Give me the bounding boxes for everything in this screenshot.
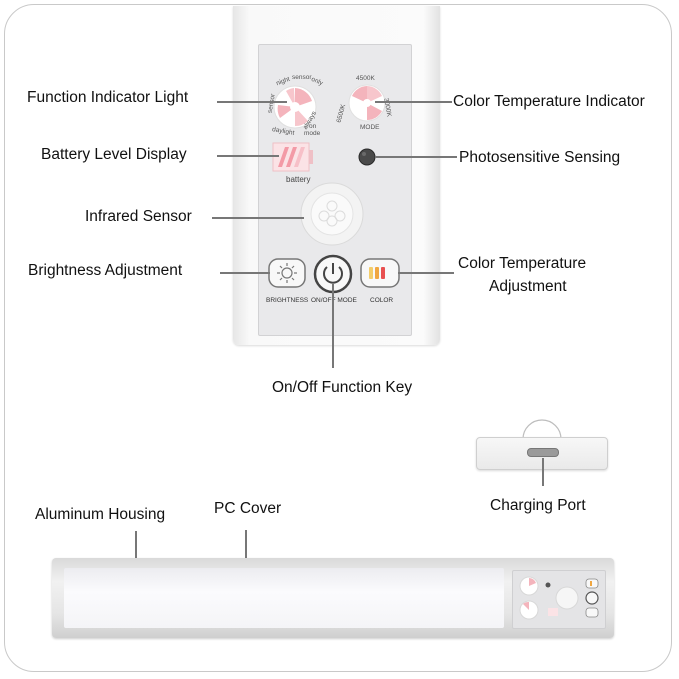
indicator-text-sensor: sensor	[292, 74, 312, 81]
label-pc-cover: PC Cover	[214, 500, 282, 517]
leader-photosensitive	[375, 156, 457, 158]
leader-brightness	[220, 272, 270, 274]
function-indicator-light-icon	[273, 85, 317, 129]
label-color-temperature-adjustment-line2: Adjustment	[489, 278, 567, 295]
battery-level-display-icon	[272, 142, 313, 172]
indicator-text-mode: mode	[304, 130, 321, 137]
leader-function-indicator	[217, 101, 287, 103]
label-on-off-function-key: On/Off Function Key	[272, 379, 413, 396]
label-color-temperature-indicator: Color Temperature Indicator	[453, 93, 645, 110]
leader-charging-port	[542, 458, 544, 486]
temp-text-mode: MODE	[360, 124, 380, 131]
brightness-button-label: BRIGHTNESS	[266, 297, 309, 304]
pc-cover	[64, 568, 504, 628]
charging-port-slot	[527, 448, 559, 457]
leader-infrared	[212, 217, 304, 219]
label-color-temperature-adjustment-line1: Color Temperature	[458, 255, 587, 272]
infrared-sensor-icon	[300, 182, 364, 246]
leader-aluminum-housing	[135, 531, 137, 564]
temp-text-4500k: 4500K	[356, 75, 375, 82]
leader-color-adjustment	[398, 272, 454, 274]
photosensitive-sensor-icon	[358, 148, 376, 166]
color-button-label: COLOR	[370, 297, 394, 304]
color-temperature-indicator-icon	[348, 84, 386, 122]
charging-port-cable-arc	[522, 419, 562, 440]
bar-panel-controls-icon	[519, 576, 599, 620]
leader-battery	[217, 155, 279, 157]
image-frame	[4, 4, 672, 672]
label-aluminum-housing: Aluminum Housing	[35, 506, 166, 523]
battery-text: battery	[286, 175, 311, 184]
label-infrared-sensor: Infrared Sensor	[85, 208, 192, 225]
label-charging-port: Charging Port	[490, 497, 586, 514]
label-function-indicator-light: Function Indicator Light	[27, 89, 189, 106]
label-brightness-adjustment: Brightness Adjustment	[28, 262, 183, 279]
leader-color-temp-indicator	[375, 101, 452, 103]
indicator-text-on: on	[309, 123, 317, 130]
color-button[interactable]	[360, 258, 400, 288]
label-photosensitive-sensing: Photosensitive Sensing	[459, 149, 621, 166]
brightness-button[interactable]	[268, 258, 306, 288]
leader-on-off	[332, 284, 334, 368]
label-battery-level-display: Battery Level Display	[41, 146, 187, 163]
